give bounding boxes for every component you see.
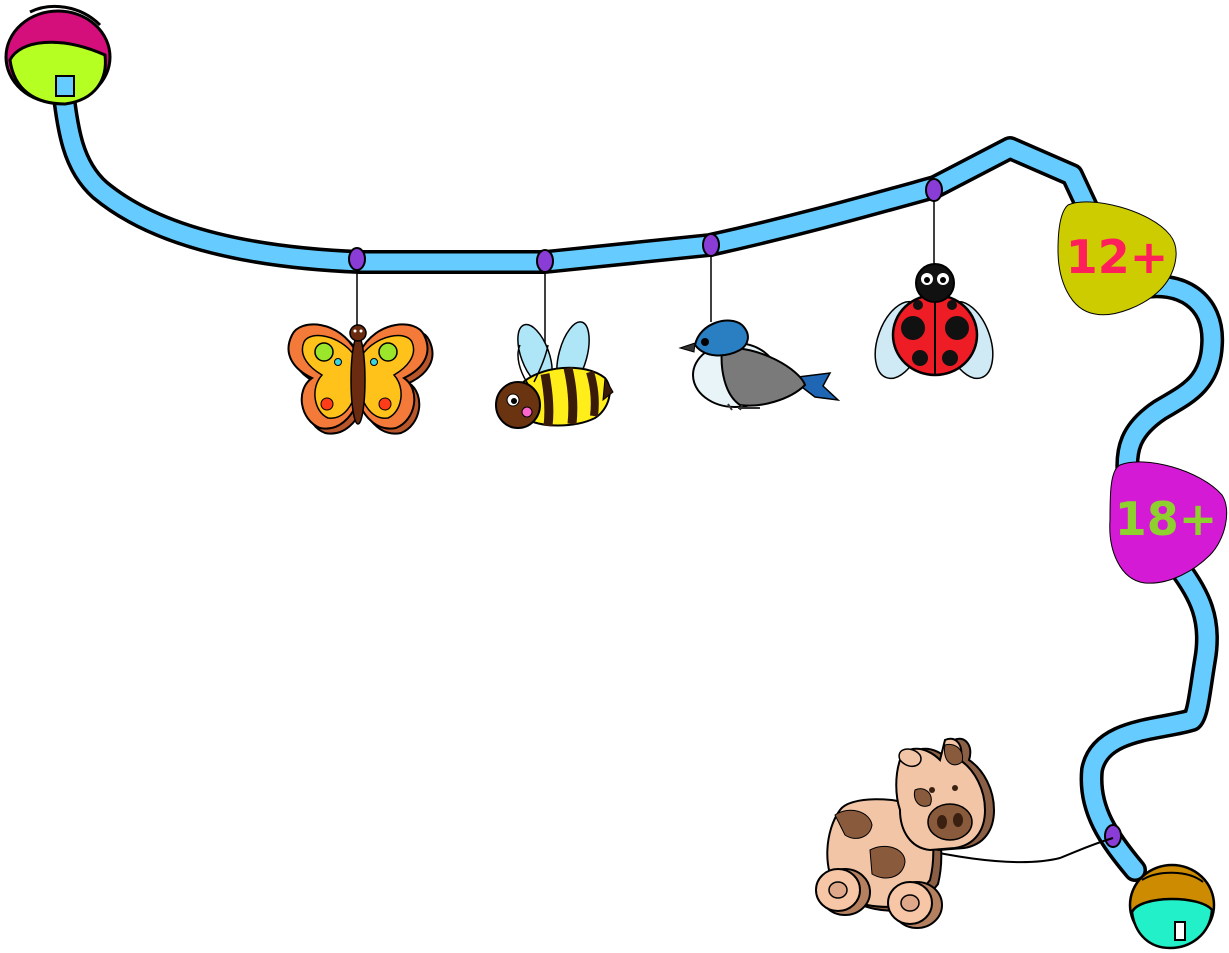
clip-bird	[702, 233, 720, 322]
bee-toy	[495, 321, 614, 429]
clip-cow	[1104, 824, 1122, 848]
butterfly-toy	[287, 323, 434, 435]
badge-18-label: 18+	[1115, 492, 1218, 546]
ladybug-toy	[874, 263, 994, 380]
hanging-clips	[348, 178, 1122, 848]
age-badge-12: 12+	[1057, 201, 1177, 316]
bird-toy	[678, 319, 841, 411]
badge-12-label: 12+	[1066, 230, 1169, 284]
end-cap-bottom	[1128, 863, 1216, 950]
cow-wheels	[815, 868, 943, 929]
clip-ladybug	[925, 178, 943, 270]
badge-18-shape	[1109, 461, 1228, 584]
arch-tube	[50, 70, 1225, 882]
age-badge-18: 18+	[1109, 461, 1228, 584]
badge-12-shape	[1057, 201, 1177, 316]
cow-pull-toy	[815, 737, 1114, 929]
clip-butterfly	[348, 247, 366, 325]
end-cap-top	[4, 4, 112, 106]
